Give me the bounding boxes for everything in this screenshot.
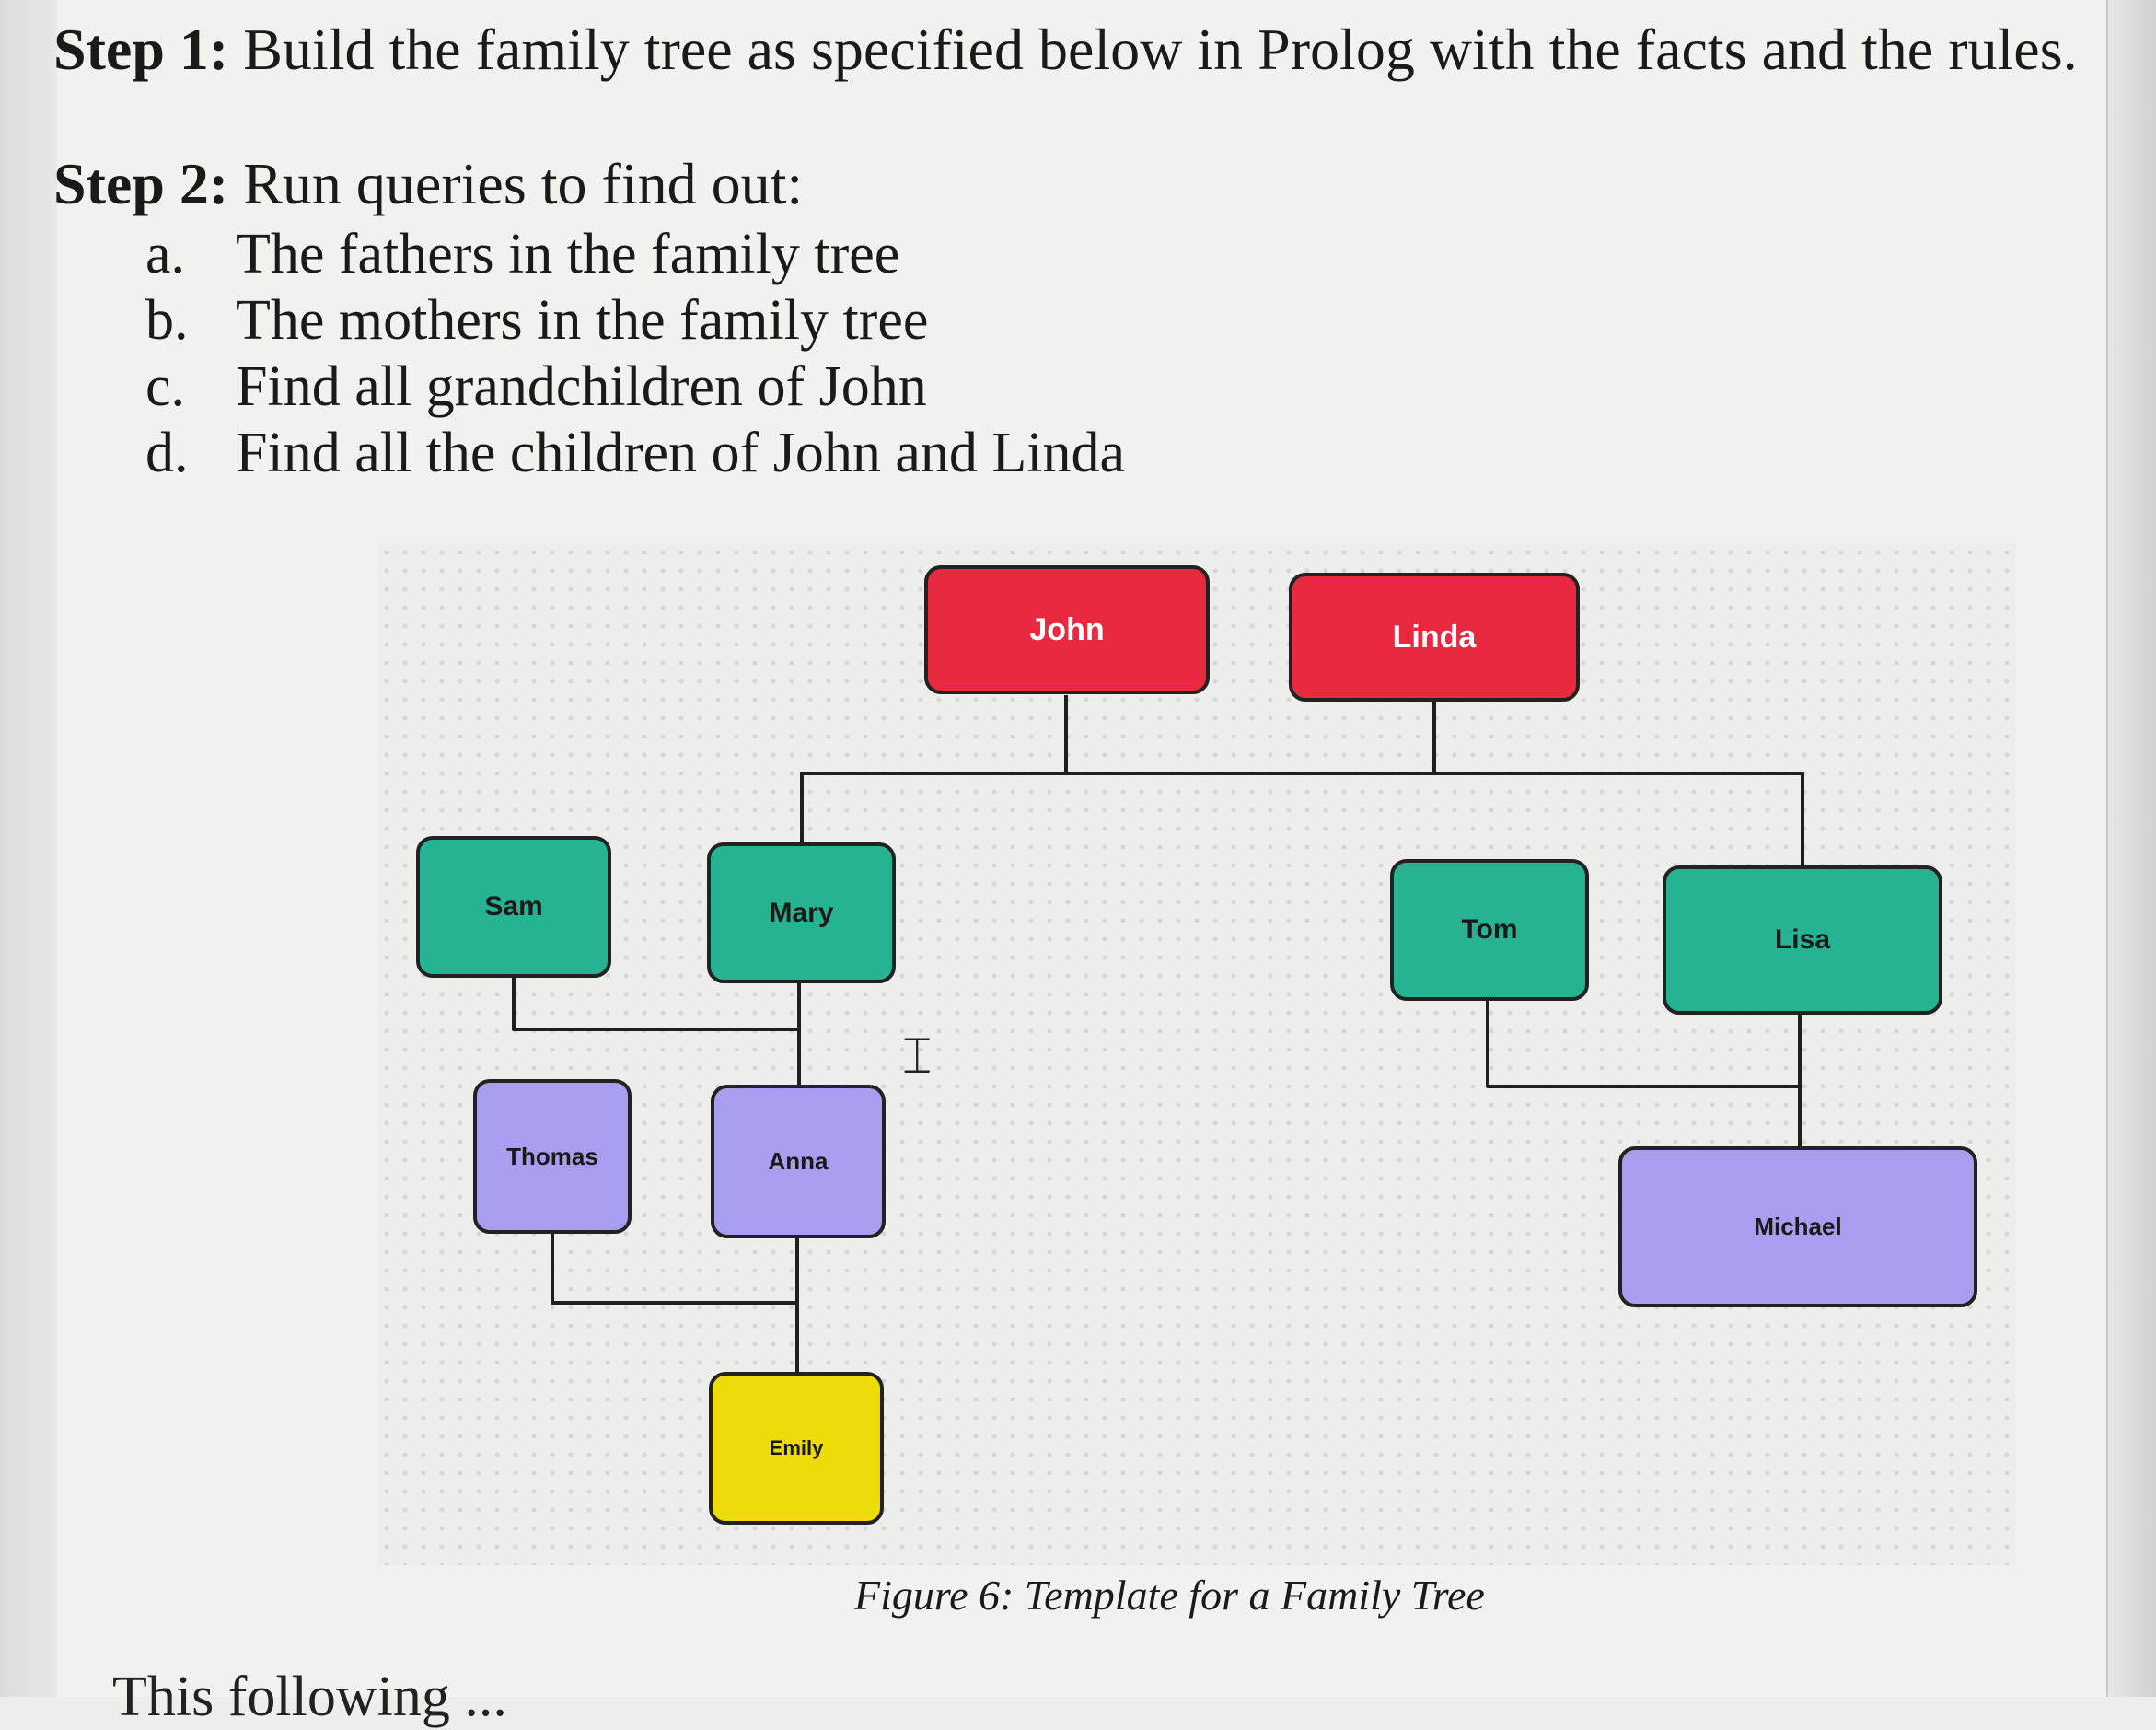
person-node-emily[interactable]: Emily — [709, 1372, 884, 1525]
list-marker: a. — [145, 223, 186, 285]
person-name: John — [1029, 611, 1105, 647]
person-name: Mary — [769, 897, 834, 928]
step-1-label: Step 1: — [53, 17, 229, 82]
list-marker: d. — [145, 422, 189, 484]
step-2-label: Step 2: — [53, 151, 229, 216]
figure-caption: Figure 6: Template for a Family Tree — [854, 1572, 1485, 1619]
person-node-linda[interactable]: Linda — [1289, 573, 1580, 702]
person-node-anna[interactable]: Anna — [711, 1085, 886, 1238]
person-name: Emily — [769, 1436, 824, 1459]
person-node-mary[interactable]: Mary — [707, 842, 896, 983]
step-1: Step 1: Build the family tree as specifi… — [53, 20, 2078, 79]
list-item-text: The fathers in the family tree — [236, 223, 900, 285]
text-cursor-icon: ⌶ — [902, 1027, 933, 1085]
list-item: d. Find all the children of John and Lind… — [145, 420, 1125, 486]
connector-thomas-anna-emily — [551, 1234, 799, 1372]
person-name: Thomas — [506, 1142, 598, 1170]
screen-bezel-right — [2106, 0, 2156, 1697]
person-node-lisa[interactable]: Lisa — [1663, 865, 1942, 1015]
person-node-michael[interactable]: Michael — [1618, 1146, 1977, 1307]
list-marker: b. — [145, 289, 189, 352]
list-marker: c. — [145, 355, 186, 418]
list-item-text: Find all grandchildren of John — [236, 355, 927, 418]
step-1-text: Build the family tree as specified below… — [243, 17, 2078, 82]
connector-john-linda-children — [800, 695, 1804, 865]
person-name: Tom — [1461, 914, 1518, 945]
person-name: Michael — [1754, 1213, 1842, 1240]
family-tree-canvas — [377, 543, 2016, 1565]
list-item-text: The mothers in the family tree — [236, 289, 929, 352]
person-node-thomas[interactable]: Thomas — [473, 1079, 632, 1234]
list-item: b. The mothers in the family tree — [145, 287, 1125, 354]
query-list: a. The fathers in the family tree b. The m… — [145, 221, 1125, 486]
step-2: Step 2: Run queries to find out: — [53, 155, 803, 214]
list-item-text: Find all the children of John and Linda — [236, 422, 1125, 484]
person-name: Lisa — [1774, 924, 1831, 955]
person-node-tom[interactable]: Tom — [1390, 859, 1589, 1001]
person-node-sam[interactable]: Sam — [416, 836, 611, 978]
connector-tom-lisa-michael — [1486, 1001, 1802, 1146]
list-item: c. Find all grandchildren of John — [145, 354, 1125, 420]
list-item: a. The fathers in the family tree — [145, 221, 1125, 287]
person-name: Linda — [1392, 619, 1477, 655]
step-2-text: Run queries to find out: — [243, 151, 804, 216]
person-name: Anna — [768, 1147, 829, 1175]
person-node-john[interactable]: John — [924, 565, 1210, 694]
connector-sam-mary-anna — [512, 978, 801, 1085]
person-name: Sam — [484, 891, 543, 922]
cutoff-text: This following ... — [112, 1666, 507, 1728]
